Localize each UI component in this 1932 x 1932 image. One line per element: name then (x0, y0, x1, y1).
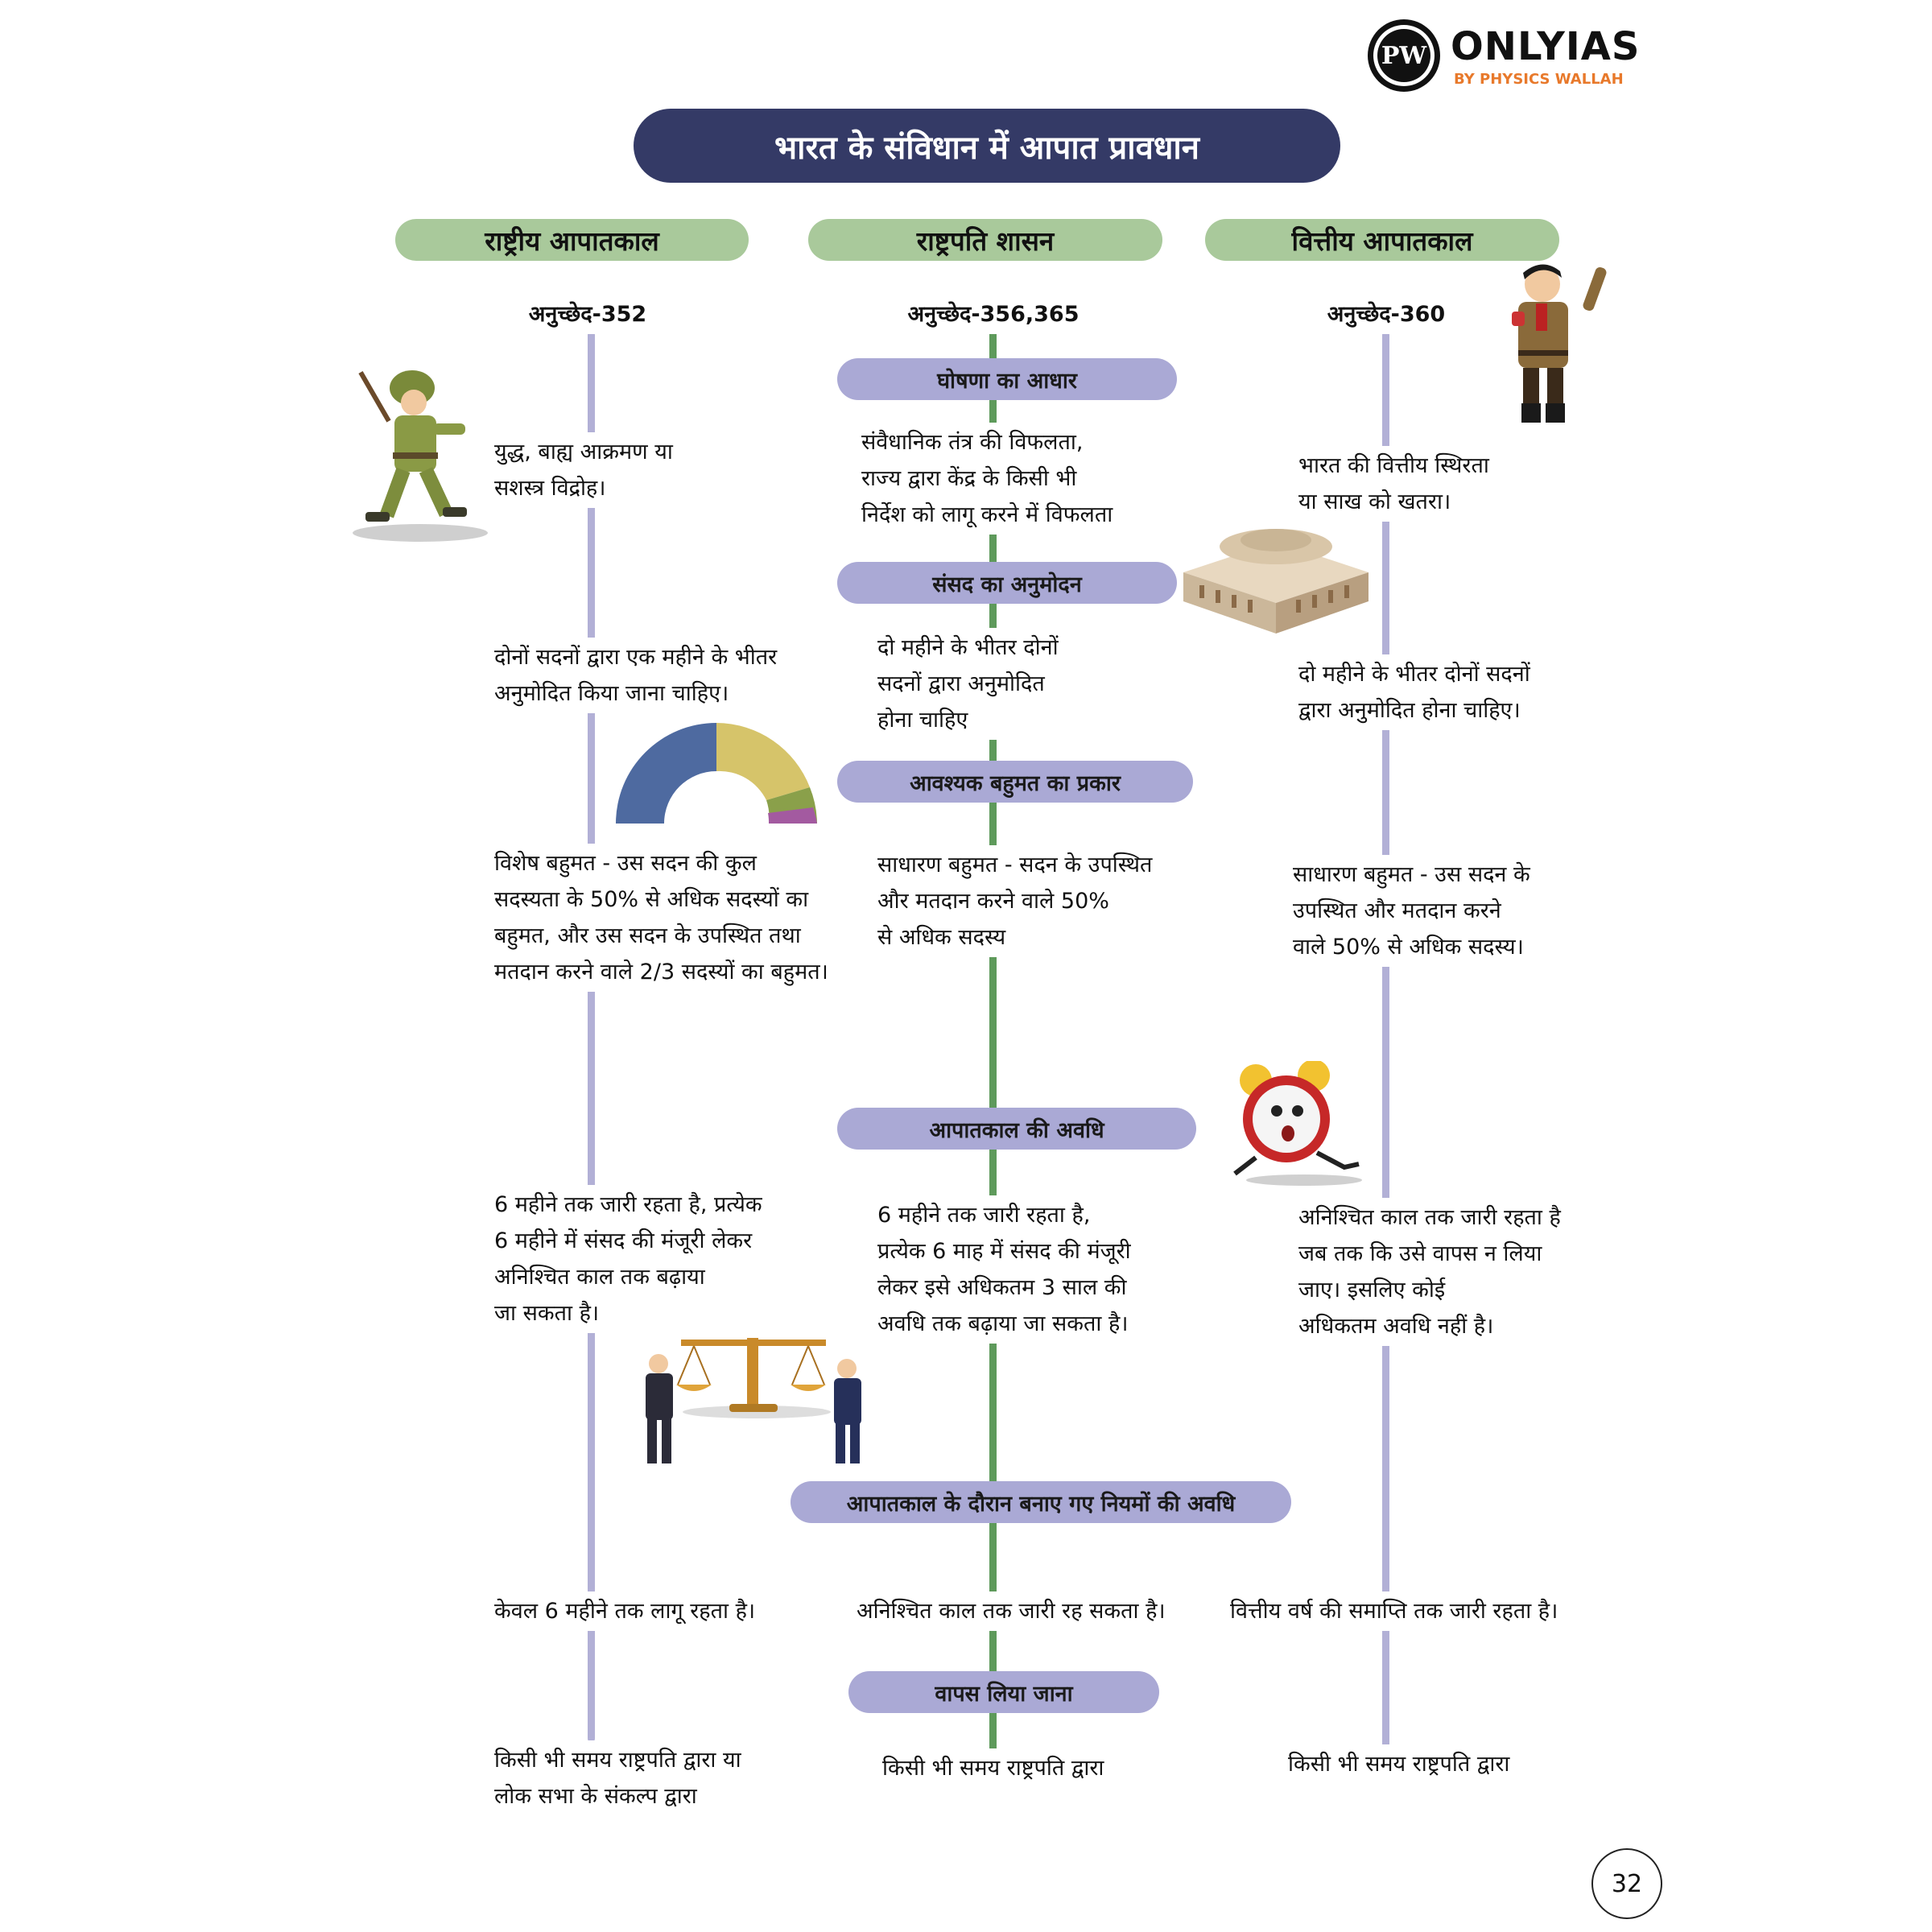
soldier-illustration (348, 364, 493, 543)
military-officer-illustration (1499, 262, 1612, 427)
parliament-building-illustration (1175, 513, 1377, 638)
pw-logo: PW (1366, 18, 1442, 93)
national-approval: दोनों सदनों द्वारा एक महीने के भीतर अनुम… (494, 638, 778, 713)
national-majority: विशेष बहुमत - उस सदन की कुल सदस्यता के 5… (494, 844, 828, 992)
national-laws: केवल 6 महीने तक लागू रहता है। (494, 1591, 756, 1631)
president-majority: साधारण बहुमत - सदन के उपस्थित और मतदान क… (877, 845, 1153, 957)
article-financial: अनुच्छेद-360 (1318, 295, 1455, 334)
section-laws: आपातकाल के दौरान बनाए गए नियमों की अवधि (791, 1481, 1291, 1523)
logo-subtitle: BY PHYSICS WALLAH (1454, 71, 1624, 88)
heading-national-emergency: राष्ट्रीय आपातकाल (395, 219, 749, 261)
president-approval: दो महीने के भीतर दोनों सदनों द्वारा अनुम… (877, 628, 1059, 740)
president-laws: अनिश्चित काल तक जारी रह सकता है। (857, 1591, 1166, 1631)
national-duration: 6 महीने तक जारी रहता है, प्रत्येक 6 महीन… (494, 1185, 762, 1333)
timeline-line-national (588, 332, 595, 1742)
timeline-line-financial (1382, 332, 1389, 1753)
financial-basis: भारत की वित्तीय स्थिरता या साख को खतरा। (1298, 446, 1489, 522)
heading-president-rule: राष्ट्रपति शासन (808, 219, 1162, 261)
financial-approval: दो महीने के भीतर दोनों सदनों द्वारा अनुम… (1298, 654, 1530, 730)
article-national: अनुच्छेद-352 (491, 295, 684, 334)
section-revocation: वापस लिया जाना (848, 1671, 1159, 1713)
section-duration: आपातकाल की अवधि (837, 1108, 1196, 1150)
running-alarm-clock-illustration (1224, 1059, 1368, 1190)
timeline-line-president (989, 327, 997, 1755)
page-title: भारत के संविधान में आपात प्रावधान (634, 109, 1340, 183)
page-number: 32 (1591, 1848, 1662, 1919)
financial-revocation: किसी भी समय राष्ट्रपति द्वारा (1288, 1744, 1510, 1784)
national-revocation: किसी भी समय राष्ट्रपति द्वारा या लोक सभा… (494, 1740, 741, 1816)
president-basis: संवैधानिक तंत्र की विफलता, राज्य द्वारा … (861, 423, 1113, 535)
financial-laws: वित्तीय वर्ष की समाप्ति तक जारी रहता है। (1230, 1591, 1558, 1631)
financial-majority: साधारण बहुमत - उस सदन के उपस्थित और मतदा… (1293, 855, 1530, 967)
president-duration: 6 महीने तक जारी रहता है, प्रत्येक 6 माह … (877, 1195, 1131, 1344)
financial-duration: अनिश्चित काल तक जारी रहता है जब तक कि उस… (1298, 1198, 1561, 1346)
section-approval: संसद का अनुमोदन (837, 562, 1177, 604)
article-president: अनुच्छेद-356,365 (905, 295, 1082, 334)
justice-scale-illustration (620, 1328, 894, 1472)
logo-brand: ONLYIAS (1451, 24, 1641, 69)
heading-financial-emergency: वित्तीय आपातकाल (1205, 219, 1559, 261)
section-basis: घोषणा का आधार (837, 358, 1177, 400)
logo-mark: PW (1381, 41, 1427, 70)
section-majority: आवश्यक बहुमत का प्रकार (837, 761, 1193, 803)
parliament-seats-chart-illustration (612, 707, 821, 828)
national-basis: युद्ध, बाह्य आक्रमण या सशस्त्र विद्रोह। (494, 432, 673, 508)
president-revocation: किसी भी समय राष्ट्रपति द्वारा (882, 1748, 1104, 1788)
